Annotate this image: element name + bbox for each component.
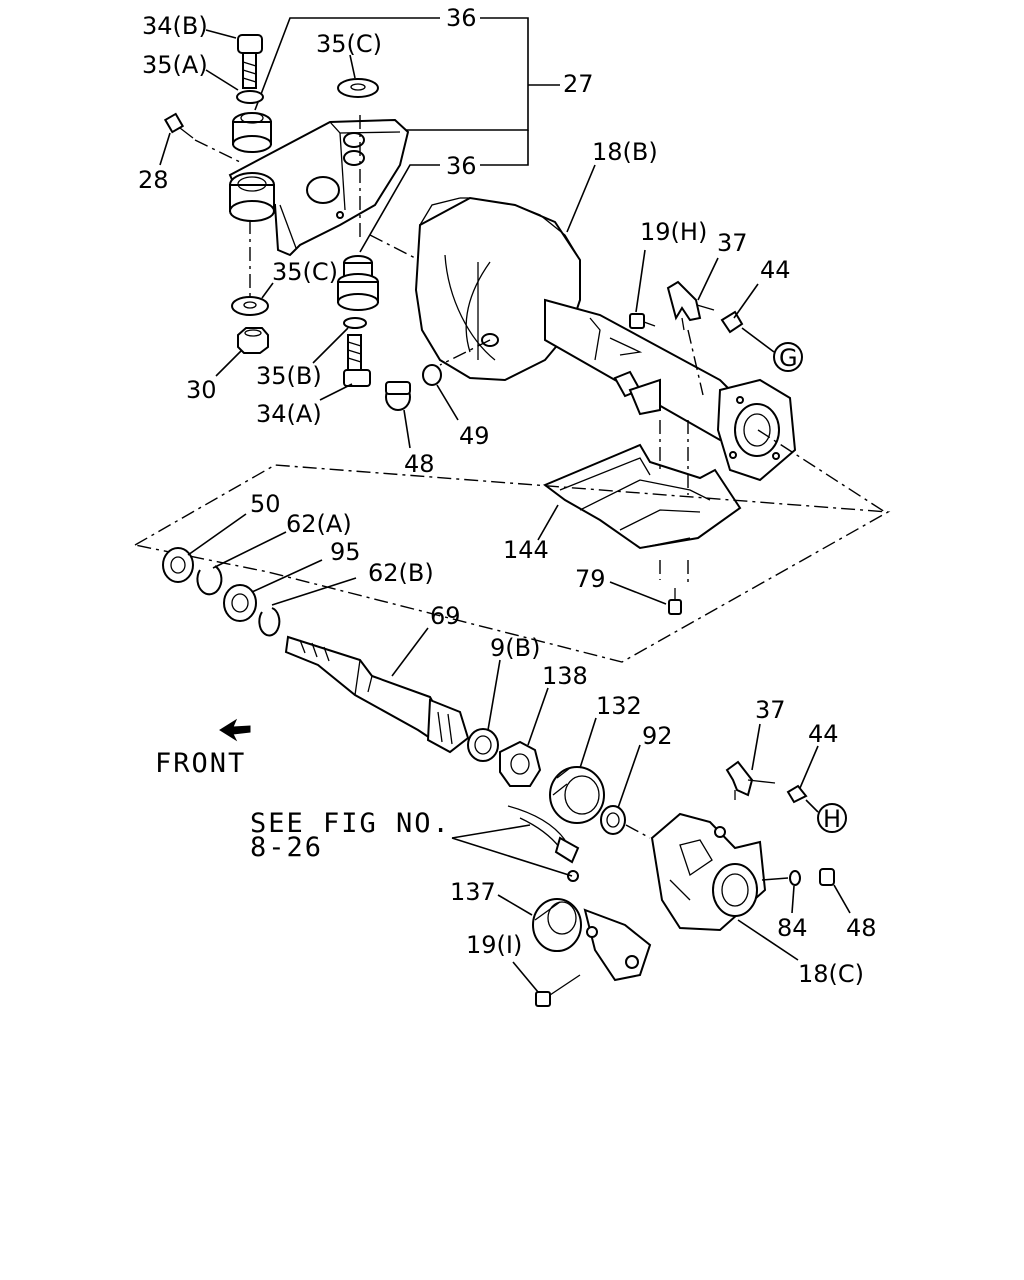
section-box-outline (134, 464, 891, 663)
label-37-lower: 37 (755, 696, 786, 724)
label-35b: 35(B) (256, 362, 322, 390)
plug-48-top (385, 381, 411, 411)
breather-37-top (666, 280, 715, 331)
label-44-lower: 44 (808, 720, 839, 748)
label-48-lower: 48 (846, 914, 877, 942)
label-138: 138 (542, 662, 588, 690)
label-95: 95 (330, 538, 361, 566)
label-34b: 34(B) (142, 12, 208, 40)
snap-ring-62a (196, 565, 223, 596)
bearing-9b (467, 728, 499, 762)
front-label: FRONT (155, 748, 246, 779)
bolt-48-lower (819, 868, 835, 886)
label-79: 79 (575, 565, 606, 593)
label-28: 28 (138, 166, 169, 194)
clip-44-lower (786, 784, 808, 804)
shaft-69 (284, 635, 470, 754)
seal-50 (162, 547, 194, 583)
washer-35b (343, 317, 367, 329)
label-92: 92 (642, 722, 673, 750)
label-49: 49 (459, 422, 490, 450)
label-35a: 35(A) (142, 51, 208, 79)
callout-g-circle (773, 342, 803, 372)
skid-plate-144 (543, 443, 742, 550)
callout-g-text: G (779, 344, 798, 372)
see-fig-line1: SEE FIG NO. (250, 808, 451, 839)
bolt-34b (237, 34, 263, 89)
label-18c: 18(C) (798, 960, 864, 988)
callout-h-circle (817, 803, 847, 833)
bracket-leader-lines (254, 17, 560, 253)
bearing-95 (223, 584, 257, 622)
label-62b: 62(B) (368, 559, 434, 587)
front-arrow-icon (219, 718, 251, 742)
washer-35c-lower (231, 296, 269, 316)
breather-37-lower (725, 760, 776, 800)
label-137: 137 (450, 878, 496, 906)
label-30: 30 (186, 376, 217, 404)
axle-housing-18b (414, 196, 797, 482)
snap-ring-62b (258, 607, 281, 637)
bolt-19i (535, 974, 581, 1007)
bushing-upper (232, 112, 272, 153)
clip-44-top (720, 310, 744, 334)
washer-35a (236, 90, 264, 104)
label-48-top: 48 (404, 450, 435, 478)
label-36-mid: 36 (446, 152, 477, 180)
bolt-19h (629, 313, 656, 329)
bolt-28 (163, 112, 194, 139)
bushing-lower (337, 255, 379, 311)
label-37-top: 37 (717, 229, 748, 257)
housing-18c (650, 812, 767, 932)
actuator-137 (532, 898, 652, 982)
nut-30 (237, 327, 269, 354)
seal-92 (600, 805, 626, 835)
label-69: 69 (430, 602, 461, 630)
label-84: 84 (777, 914, 808, 942)
callout-h-text: H (823, 805, 841, 833)
label-9b: 9(B) (490, 634, 540, 662)
washer-84 (789, 870, 801, 886)
gear-138 (499, 740, 542, 787)
see-fig-line2: 8-26 (250, 832, 323, 863)
label-50: 50 (250, 490, 281, 518)
label-34a: 34(A) (256, 400, 322, 428)
label-62a: 62(A) (286, 510, 352, 538)
label-19i: 19(I) (466, 931, 522, 959)
label-35c-lower: 35(C) (272, 258, 338, 286)
sleeve-132 (549, 766, 605, 824)
label-36-top: 36 (446, 4, 477, 32)
label-132: 132 (596, 692, 642, 720)
bolt-79 (668, 588, 682, 615)
label-19h: 19(H) (640, 218, 707, 246)
label-35c-top: 35(C) (316, 30, 382, 58)
washer-35c-top (337, 78, 379, 98)
label-18b: 18(B) (592, 138, 658, 166)
bolt-34a (343, 334, 371, 387)
label-27: 27 (563, 70, 594, 98)
label-44-top: 44 (760, 256, 791, 284)
label-144: 144 (503, 536, 549, 564)
gasket-49 (422, 364, 442, 386)
mount-bracket (228, 118, 410, 257)
sensor-wiring (507, 805, 580, 882)
